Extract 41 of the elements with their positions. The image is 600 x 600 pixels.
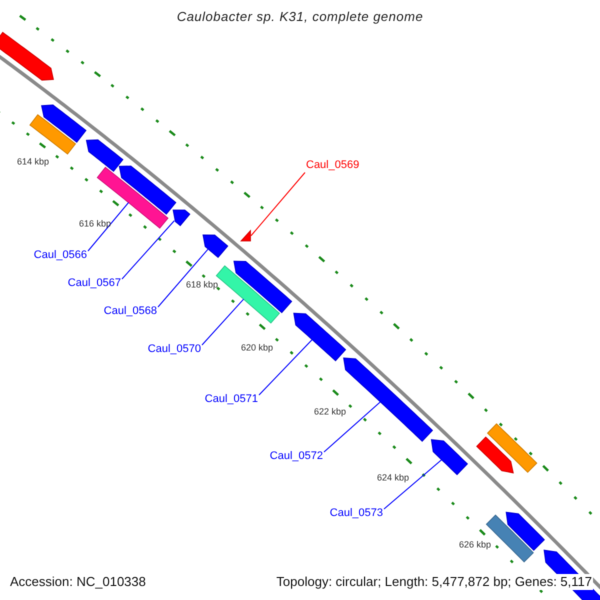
leader-line bbox=[122, 220, 175, 280]
leader-line bbox=[384, 459, 442, 510]
leader-line bbox=[258, 339, 313, 396]
gene-label: Caul_0571 bbox=[204, 393, 258, 406]
accession-text: Accession: NC_010338 bbox=[9, 574, 147, 590]
leader-line bbox=[158, 248, 209, 308]
gene-feature bbox=[0, 32, 54, 81]
gene-feature bbox=[86, 139, 124, 172]
scale-label: 626 kbp bbox=[458, 540, 492, 550]
gene-feature bbox=[118, 166, 176, 215]
gene-label: Caul_0573 bbox=[330, 507, 383, 520]
gene-feature bbox=[172, 210, 190, 226]
gene-feature bbox=[233, 260, 292, 314]
scale-label: 624 kbp bbox=[376, 472, 410, 484]
gene-feature bbox=[486, 423, 538, 473]
scale-label: 622 kbp bbox=[314, 406, 346, 418]
scale-label: 616 kbp bbox=[78, 218, 112, 230]
gene-feature bbox=[293, 312, 346, 362]
marker-triangle bbox=[240, 229, 251, 242]
leader-line bbox=[202, 298, 244, 346]
gene-label: Caul_0569 bbox=[306, 159, 360, 172]
gene-feature bbox=[96, 166, 169, 229]
leader-line bbox=[88, 202, 129, 252]
leader-line bbox=[250, 172, 306, 236]
gene-feature bbox=[476, 436, 514, 474]
gene-feature bbox=[202, 234, 228, 258]
gene-feature bbox=[506, 512, 545, 551]
genome-stats-text: Topology: circular; Length: 5,477,872 bp; Genes: 5,117 bbox=[275, 574, 593, 590]
gene-feature bbox=[41, 104, 87, 143]
gene-label: Caul_0567 bbox=[68, 277, 121, 290]
leader-line bbox=[324, 401, 381, 452]
chart-title: Caulobacter sp. K31, complete genome bbox=[176, 9, 424, 24]
gene-label: Caul_0568 bbox=[104, 305, 157, 318]
gene-label: Caul_0570 bbox=[148, 343, 201, 356]
scale-label: 620 kbp bbox=[240, 342, 274, 354]
gene-label: Caul_0566 bbox=[34, 249, 87, 262]
gene-feature bbox=[29, 114, 76, 155]
gene-label: Caul_0572 bbox=[270, 450, 323, 463]
scale-label: 614 kbp bbox=[16, 156, 50, 168]
scale-label: 618 kbp bbox=[186, 280, 218, 290]
gene-feature bbox=[430, 439, 468, 476]
